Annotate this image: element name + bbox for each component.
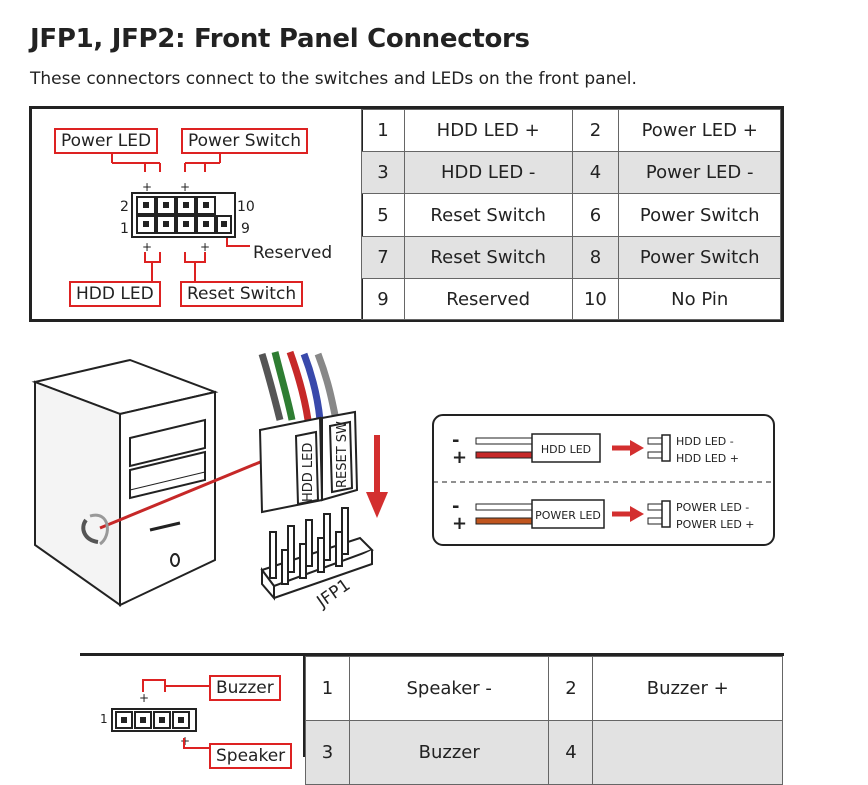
signal-cell: Reset Switch: [403, 236, 573, 279]
signal-cell: Power Switch: [618, 193, 781, 237]
pc-case: [31, 358, 219, 607]
signal-cell: Buzzer: [348, 720, 550, 785]
jfp2-header-diagram: [111, 679, 209, 749]
jfp2-pin-number-1: 1: [100, 712, 108, 726]
insert-arrow-icon: [366, 435, 388, 518]
table-row: 5 Reset Switch 6 Power Switch: [361, 193, 781, 237]
signal-cell: HDD LED +: [403, 109, 573, 152]
jfp2-divider: [303, 653, 305, 757]
jfp2-pin-table: 1 Speaker - 2 Buzzer + 3 Buzzer 4: [305, 656, 783, 785]
pin-cell: 7: [361, 236, 405, 279]
pin-cell: 8: [571, 236, 620, 279]
jfp2-top-border: [80, 653, 784, 656]
installation-illustration: HDD LED RESET SW JFP1 - + HDD LED: [31, 350, 775, 613]
pin-number-9: 9: [241, 221, 250, 237]
pin-cell: 2: [571, 109, 620, 152]
signal-cell: [592, 720, 783, 785]
table-row: 3 Buzzer 4: [305, 720, 783, 785]
signal-cell: No Pin: [618, 278, 781, 320]
reserved-label: Reserved: [253, 243, 333, 263]
pin-cell: 6: [571, 193, 620, 237]
jfp1-pin-header: [260, 507, 374, 601]
cable-label-reset-sw: RESET SW: [335, 421, 350, 488]
table-row: 3 HDD LED - 4 Power LED -: [361, 151, 781, 194]
pin-cell: 5: [361, 193, 405, 237]
hdd-led-label: HDD LED: [69, 281, 161, 307]
polarity-plus-bottom-2: +: [200, 240, 211, 254]
pin-cell: 1: [305, 656, 350, 721]
table-row: 7 Reset Switch 8 Power Switch: [361, 236, 781, 279]
polarity-minus-power: -: [452, 496, 459, 517]
hdd-led-minus-pin: HDD LED -: [676, 435, 734, 448]
pin-number-10: 10: [237, 199, 255, 215]
pin-cell: 3: [361, 151, 405, 194]
polarity-plus-top-1: +: [142, 180, 153, 194]
pin-cell: 4: [548, 720, 594, 785]
cable-connectors: [258, 410, 359, 514]
jfp2-polarity-plus-bottom: +: [180, 734, 191, 748]
led-polarity-panel: - + HDD LED HDD LED - HDD LED + - + POWE…: [432, 414, 775, 546]
signal-cell: Power LED +: [618, 109, 781, 152]
table-row: 1 Speaker - 2 Buzzer +: [305, 656, 783, 721]
polarity-plus-bottom-1: +: [142, 240, 153, 254]
signal-cell: Power LED -: [618, 151, 781, 194]
power-led-label: Power LED: [54, 128, 159, 154]
polarity-plus-power: +: [452, 513, 467, 534]
front-panel-cable: [81, 456, 271, 546]
jfp2-polarity-plus-top: +: [139, 691, 150, 705]
signal-cell: Reset Switch: [403, 193, 573, 237]
pin-cell: 4: [571, 151, 620, 194]
table-row: 1 HDD LED + 2 Power LED +: [361, 109, 781, 152]
signal-cell: Power Switch: [618, 236, 781, 279]
power-led-block-label: POWER LED: [535, 509, 601, 522]
signal-cell: Buzzer +: [592, 656, 783, 721]
polarity-plus-top-2: +: [180, 180, 191, 194]
pin-cell: 1: [361, 109, 405, 152]
pin-number-2: 2: [120, 199, 129, 215]
reset-switch-label: Reset Switch: [180, 281, 304, 307]
polarity-minus-hdd: -: [452, 430, 459, 451]
intro-text: These connectors connect to the switches…: [30, 69, 637, 89]
power-led-minus-pin: POWER LED -: [676, 501, 749, 514]
connector-wires: [258, 350, 340, 421]
jfp1-header-diagram: [111, 152, 250, 281]
hdd-led-plus-pin: HDD LED +: [676, 452, 739, 465]
polarity-plus-hdd: +: [452, 447, 467, 468]
buzzer-label: Buzzer: [209, 675, 281, 701]
page-title: JFP1, JFP2: Front Panel Connectors: [30, 24, 530, 54]
hdd-led-block-label: HDD LED: [541, 443, 591, 456]
pin-cell: 10: [571, 278, 620, 320]
signal-cell: HDD LED -: [403, 151, 573, 194]
pin-number-1: 1: [120, 221, 129, 237]
pin-cell: 9: [361, 278, 405, 320]
signal-cell: Reserved: [403, 278, 573, 320]
signal-cell: Speaker -: [348, 656, 550, 721]
table-row: 9 Reserved 10 No Pin: [361, 278, 781, 320]
pin-cell: 2: [548, 656, 594, 721]
power-led-plus-pin: POWER LED +: [676, 518, 755, 531]
power-switch-label: Power Switch: [181, 128, 309, 154]
cable-label-hdd-led: HDD LED: [301, 443, 316, 502]
jfp1-pin-table: 1 HDD LED + 2 Power LED + 3 HDD LED - 4 …: [361, 109, 781, 320]
pin-cell: 3: [305, 720, 350, 785]
